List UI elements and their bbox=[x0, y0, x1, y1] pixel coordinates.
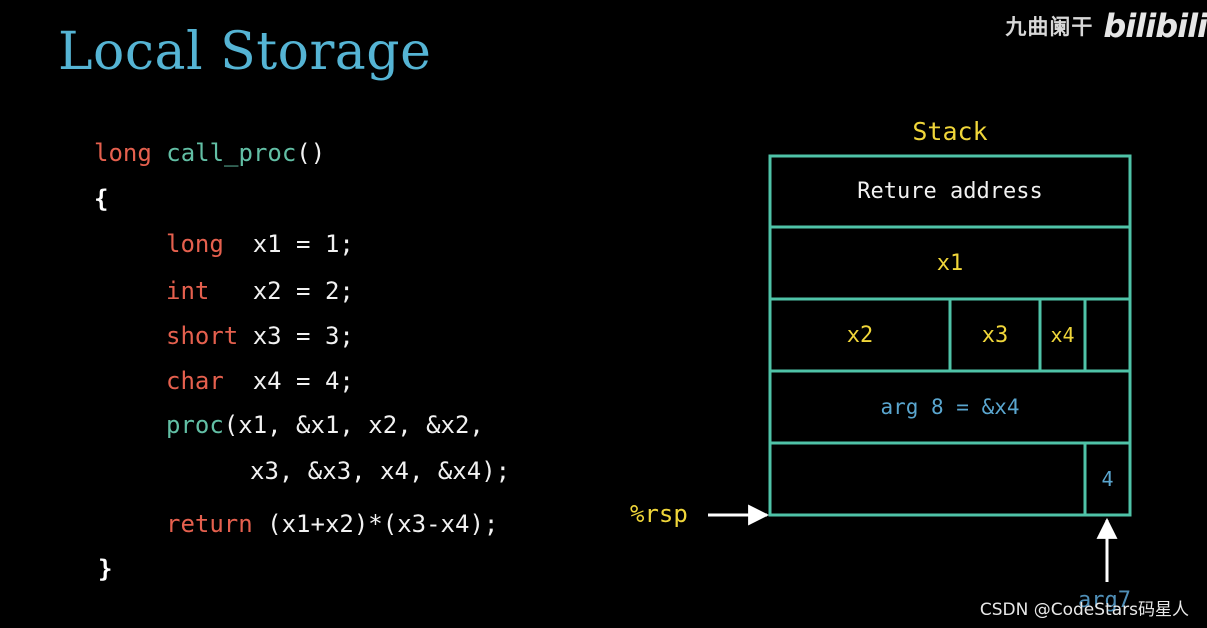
code-token: long bbox=[94, 139, 167, 167]
csdn-watermark: CSDN @CodeStars码星人 bbox=[979, 600, 1189, 620]
stack-label: Stack bbox=[912, 117, 988, 146]
code-token: x1 = 1; bbox=[252, 230, 354, 258]
code-token: x4 = 4; bbox=[252, 367, 354, 395]
stack-cell-arg8: arg 8 = &x4 bbox=[880, 395, 1020, 419]
stack-cell-x4: x4 bbox=[1050, 323, 1075, 347]
code-token: { bbox=[94, 185, 109, 213]
bilibili-logo: bilibili bbox=[1103, 7, 1207, 45]
stack-cell-arg7-value: 4 bbox=[1101, 467, 1114, 491]
stack-cell-x1: x1 bbox=[936, 250, 964, 276]
code-token: x3, &x3, x4, &x4); bbox=[250, 457, 511, 485]
code-token: return bbox=[166, 510, 268, 538]
uploader-name: 九曲阑干 bbox=[1005, 15, 1094, 39]
code-line-7: proc(x1, &x1, x2, &x2, bbox=[166, 410, 484, 440]
code-token: int bbox=[166, 277, 253, 305]
stack-cell-return-address: Reture address bbox=[857, 179, 1043, 204]
code-token: short bbox=[166, 322, 253, 350]
code-token: (x1+x2)*(x3-x4); bbox=[267, 510, 499, 538]
code-token: long bbox=[166, 230, 253, 258]
code-token: x2 = 2; bbox=[252, 277, 354, 305]
code-token: proc bbox=[166, 411, 224, 439]
code-token: call_proc bbox=[166, 139, 297, 167]
arg7-label: arg7 bbox=[1078, 588, 1131, 613]
code-token: x3 = 3; bbox=[252, 322, 354, 350]
code-line-3: long x1 = 1; bbox=[166, 229, 354, 259]
stack-frame-outline bbox=[768, 154, 1132, 517]
code-line-4: int x2 = 2; bbox=[166, 276, 354, 306]
code-token: () bbox=[296, 139, 326, 167]
code-line-2: { bbox=[94, 184, 108, 214]
code-token: (x1, &x1, x2, &x2, bbox=[223, 411, 484, 439]
code-token: } bbox=[98, 555, 113, 583]
video-watermark: 九曲阑干 bilibili bbox=[1005, 6, 1207, 46]
code-line-8: x3, &x3, x4, &x4); bbox=[250, 456, 510, 486]
code-line-10: } bbox=[98, 554, 112, 584]
stack-cell-padding bbox=[1085, 299, 1130, 371]
rsp-label: %rsp bbox=[630, 500, 688, 528]
code-token: char bbox=[166, 367, 253, 395]
stack-cell-x2: x2 bbox=[846, 322, 874, 348]
code-line-5: short x3 = 3; bbox=[166, 321, 354, 351]
stack-cell-arg7-slot bbox=[770, 443, 1085, 515]
code-line-6: char x4 = 4; bbox=[166, 366, 354, 396]
stack-cell-x3: x3 bbox=[981, 322, 1009, 348]
slide-title: Local Storage bbox=[58, 22, 432, 82]
code-line-1: long call_proc() bbox=[94, 138, 325, 168]
code-line-9: return (x1+x2)*(x3-x4); bbox=[166, 509, 498, 539]
